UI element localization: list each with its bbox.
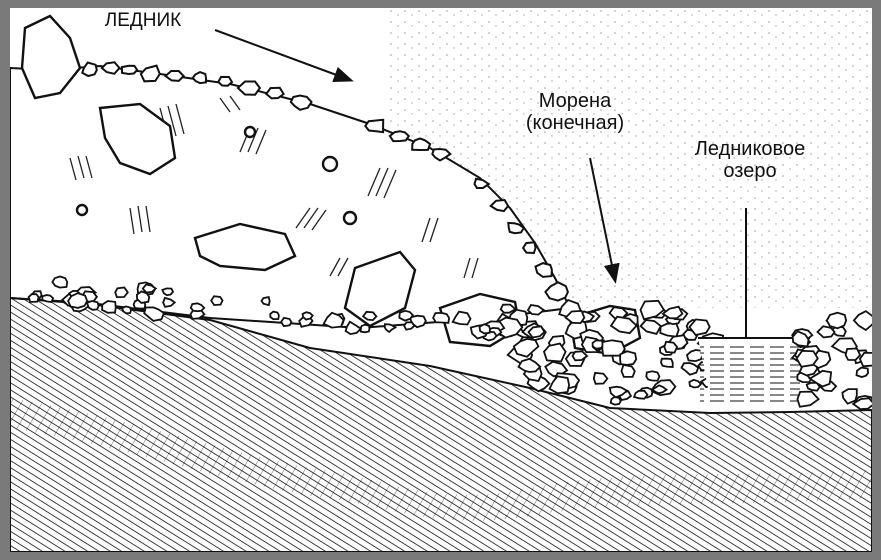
surface-stone (266, 88, 283, 99)
moraine-stone (550, 376, 570, 393)
outcrop-stone (854, 311, 872, 330)
surface-stone (523, 242, 535, 253)
moraine-label-line2: (конечная) (500, 112, 650, 134)
lake-label: Ледниковое озеро (670, 138, 830, 182)
outcrop-stone (827, 313, 846, 329)
moraine-stone (544, 344, 566, 362)
lake-water (700, 342, 800, 402)
diagram-canvas: ЛЕДНИК Морена (конечная) Ледниковое озер… (10, 8, 872, 552)
outcrop-stone (860, 353, 872, 367)
glacier-flow-arrow (215, 30, 350, 80)
moraine-stone (661, 359, 673, 367)
debris-stone (211, 296, 222, 305)
moraine-stone (646, 371, 659, 380)
moraine-stone (514, 339, 539, 357)
moraine-stone (660, 323, 678, 336)
surface-stone (141, 66, 160, 82)
moraine-stone (663, 307, 683, 319)
outcrop-stone (857, 368, 869, 377)
surface-stone (218, 77, 232, 86)
glacier-label: ЛЕДНИК (88, 10, 198, 32)
moraine-stone (664, 342, 677, 353)
surface-stone (193, 72, 206, 83)
debris-stone (29, 294, 39, 302)
moraine-stone (519, 359, 541, 372)
debris-stone (385, 324, 396, 332)
rock-outcrop (792, 311, 872, 409)
moraine-stone (594, 373, 608, 384)
debris-stone (270, 312, 279, 320)
moraine-stone (634, 391, 647, 399)
debris-stone (480, 324, 491, 333)
outcrop-stone (846, 349, 861, 361)
debris-stone (433, 313, 449, 323)
moraine-stone (689, 380, 701, 388)
debris-stone (52, 277, 67, 288)
moraine-label: Морена (конечная) (500, 90, 650, 134)
debris-stone (363, 312, 376, 320)
surface-stone (82, 63, 97, 77)
debris-stone (262, 297, 270, 305)
debris-stone (303, 312, 313, 319)
debris-stone (404, 322, 414, 329)
debris-stone (42, 295, 53, 302)
debris-stone (122, 306, 131, 313)
moraine-stone (622, 365, 635, 377)
surface-stone (365, 120, 383, 132)
debris-stone (68, 293, 87, 308)
lake-label-line1: Ледниковое (670, 138, 830, 160)
surface-stone (122, 66, 137, 74)
glacier-scene (10, 8, 872, 552)
debris-stone (115, 288, 128, 298)
debris-stone (162, 288, 173, 295)
moraine-stone (641, 320, 661, 334)
moraine-stone (620, 351, 636, 365)
outcrop-stone (797, 392, 818, 407)
debris-stone (399, 311, 413, 321)
debris-stone (102, 301, 116, 313)
moraine-label-line1: Морена (500, 90, 650, 112)
lake-label-line2: озеро (670, 160, 830, 182)
moraine-stone (682, 363, 699, 375)
debris-stone (281, 318, 291, 326)
outcrop-stone (818, 326, 835, 337)
surface-stone (390, 131, 409, 141)
